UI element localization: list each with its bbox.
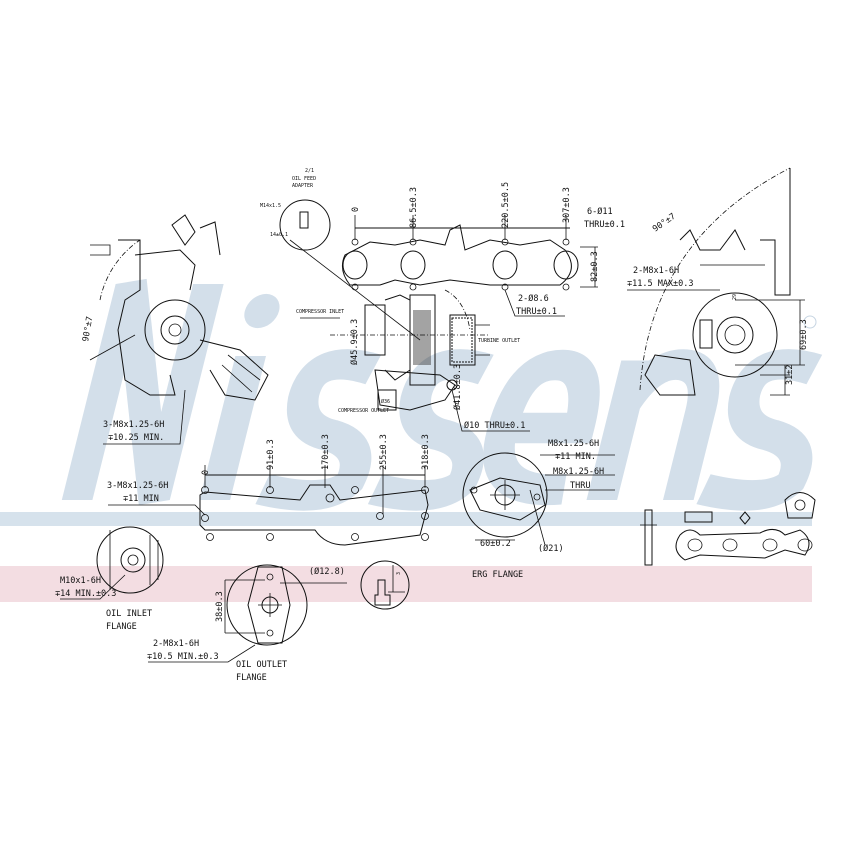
top-dim-86-5: 86.5±0.3 <box>409 187 419 228</box>
oil-inlet-thread-label: M10x1-6H <box>60 576 101 586</box>
egr-flange-view <box>462 452 615 546</box>
oil-inlet-flange-label-2: FLANGE <box>106 622 137 632</box>
egr-21-label: (Ø21) <box>538 543 564 554</box>
dia-41-8-label: Ø41.8±0.3 <box>452 364 463 410</box>
mid-holes-label: 2-Ø8.6 <box>518 293 549 304</box>
oil-feed-label: OIL FEED <box>292 176 316 182</box>
egr-thread-1: M8x1.25-6H <box>548 439 599 449</box>
oil-outlet-flange-label-2: FLANGE <box>236 673 267 683</box>
exhaust-manifold-flange <box>341 215 598 291</box>
right-angle-label: 90°±7 <box>651 212 678 235</box>
oil-outlet-thread-depth-label: ∓10.5 MIN.±0.3 <box>147 652 219 662</box>
bottom-thread-depth-label: ∓11 MIN <box>123 494 159 504</box>
height-82-label: 82±0.3 <box>590 251 600 282</box>
egr-thread-1-depth: ∓11 MIN. <box>555 452 596 462</box>
oil-outlet-flange-view <box>148 564 347 663</box>
right-69-label: 69±0.3 <box>799 319 809 350</box>
bottom-dim-255: 255±0.3 <box>379 434 389 470</box>
oil-feed-label: ADAPTER <box>292 183 314 189</box>
oil-inlet-flange-label: OIL INLET <box>106 609 152 619</box>
right-thread-label: 2-M8x1-6H <box>633 266 679 276</box>
oil-outlet-38-label: 38±0.3 <box>215 591 225 622</box>
watermark-logo <box>61 278 823 511</box>
oil-feed-thread-label: M14x1.5 <box>260 203 281 209</box>
compressor-outlet-label: COMPRESSOR OUTLET <box>338 408 389 414</box>
egr-60-label: 60±0.2 <box>480 539 511 549</box>
left-turbo-view <box>89 214 269 401</box>
mid-holes-thru-label: THRU±0.1 <box>516 307 557 317</box>
top-holes-label: 6-Ø11 <box>587 206 613 217</box>
right-31-label: 31±2 <box>785 365 795 385</box>
top-dim-0: 0 <box>351 207 361 212</box>
bottom-dim-91: 91±0.3 <box>266 439 276 470</box>
watermark-band-blue <box>0 512 812 526</box>
oil-feed-fitting <box>299 211 309 229</box>
gasket-set <box>640 492 816 566</box>
oil-feed-label: 2/1 <box>305 168 314 174</box>
bottom-dim-0: 0 <box>201 470 211 475</box>
oil-inlet-thread-depth-label: ∓14 MIN.±0.3 <box>55 589 116 599</box>
dia-45-9-label: Ø45.9±0.3 <box>349 319 360 365</box>
bottom-dim-170: 170±0.3 <box>321 434 331 470</box>
registered-mark-icon <box>803 315 817 329</box>
bottom-thread-label: 3-M8x1.25-6H <box>107 481 168 491</box>
detail-3-label: 3 <box>396 572 402 575</box>
bottom-manifold-view <box>199 465 429 546</box>
top-dim-220-5: 220.5±0.5 <box>501 182 511 228</box>
egr-thread-2-thru: THRU <box>570 481 590 491</box>
oil-inlet-flange-view <box>60 526 164 600</box>
oil-feed-detail-circle <box>279 199 331 251</box>
central-turbo-view <box>300 289 490 411</box>
detail-circle-3 <box>360 560 410 610</box>
oil-outlet-flange-label: OIL OUTLET <box>236 660 287 670</box>
left-thread-depth-label: ∓10.25 MIN. <box>108 433 164 443</box>
right-thread-depth-label: ∓11.5 MAX±0.3 <box>627 279 694 289</box>
right-29-label: 29 <box>732 294 738 300</box>
top-holes-thru-label: THRU±0.1 <box>584 220 625 230</box>
dia-10-label: Ø10 THRU±0.1 <box>464 420 525 431</box>
right-turbo-view <box>639 167 805 396</box>
oil-feed-dim-label: 14±0.1 <box>270 232 288 238</box>
left-angle-label: 90°±7 <box>81 316 95 343</box>
compressor-inlet-label: COMPRESSOR INLET <box>296 309 344 315</box>
turbine-outlet-label: TURBINE OUTLET <box>478 338 520 344</box>
oil-outlet-thread-label: 2-M8x1-6H <box>153 639 199 649</box>
egr-flange-label: ERG FLANGE <box>472 570 523 580</box>
egr-thread-2: M8x1.25-6H <box>553 467 604 477</box>
dia-36-label: Ø36 <box>381 398 390 405</box>
top-dim-307: 307±0.3 <box>562 187 572 223</box>
bottom-dim-318: 318±0.3 <box>421 434 431 470</box>
left-thread-label: 3-M8x1.25-6H <box>103 420 164 430</box>
oil-outlet-dia-label: (Ø12.8) <box>309 566 345 577</box>
